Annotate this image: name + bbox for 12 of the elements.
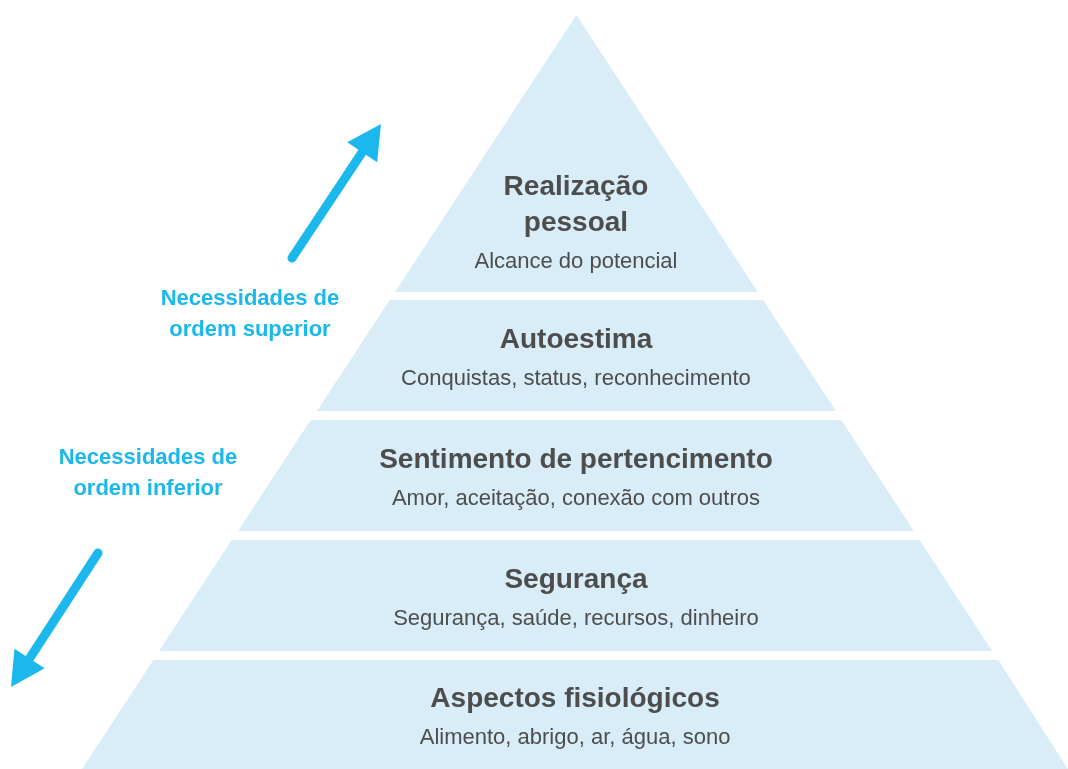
level-title: Realização pessoal <box>502 169 650 239</box>
side-label: Necessidades de ordem inferior <box>57 443 239 502</box>
level-title: Segurança <box>504 561 648 596</box>
side-label: Necessidades de ordem superior <box>159 284 341 343</box>
level-description: Alcance do potencial <box>474 248 678 274</box>
level-description: Amor, aceitação, conexão com outros <box>391 484 761 511</box>
level-title: Autoestima <box>499 321 653 356</box>
level-title: Aspectos fisiológicos <box>430 680 720 715</box>
level-description: Alimento, abrigo, ar, água, sono <box>419 723 731 750</box>
level-title: Sentimento de pertencimento <box>379 441 773 476</box>
level-description: Conquistas, status, reconhecimento <box>401 364 751 391</box>
level-description: Segurança, saúde, recursos, dinheiro <box>393 604 759 631</box>
